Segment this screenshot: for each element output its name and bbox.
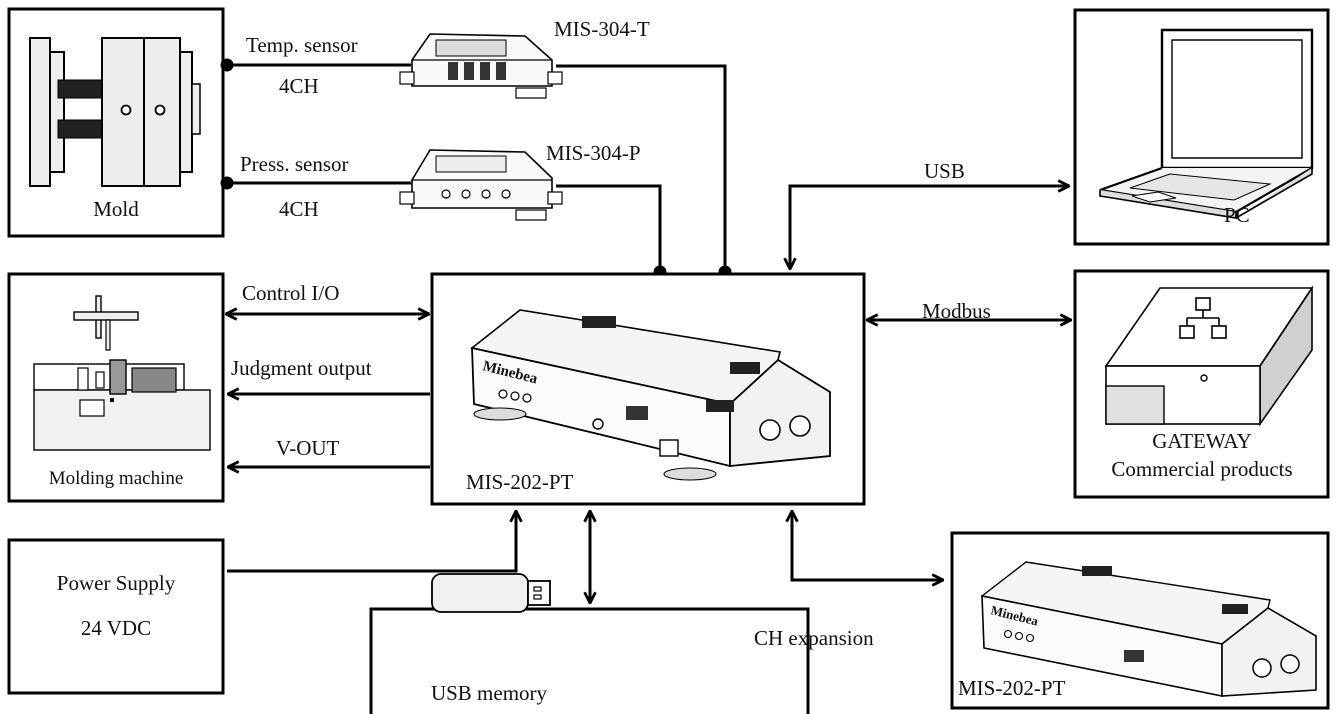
temp-to-main-line bbox=[556, 64, 727, 272]
usb-memory-box: USB memory bbox=[369, 573, 810, 714]
modbus-label: Modbus bbox=[922, 299, 991, 323]
usb-link bbox=[790, 186, 1068, 268]
main-unit-label: MIS-202-PT bbox=[466, 470, 574, 494]
molding-machine-icon bbox=[33, 295, 211, 451]
mold-label: Mold bbox=[93, 197, 139, 221]
power-supply-box: Power Supply 24 VDC bbox=[7, 538, 225, 695]
press-junction-dot bbox=[220, 176, 234, 190]
main-unit-box: Minebea MIS-202-PT bbox=[430, 272, 866, 506]
mis-304-p-label: MIS-304-P bbox=[546, 141, 641, 165]
expansion-unit-device: Minebea bbox=[980, 561, 1317, 697]
usb-memory-label: USB memory bbox=[431, 681, 548, 705]
temp-sensor-channels: 4CH bbox=[279, 74, 319, 98]
pc-label: PC bbox=[1224, 203, 1250, 227]
v-out-label: V-OUT bbox=[276, 436, 340, 460]
judgment-output-label: Judgment output bbox=[231, 356, 372, 380]
network-icon bbox=[1179, 297, 1227, 339]
laptop-icon bbox=[1099, 28, 1314, 219]
mis-304-t-label: MIS-304-T bbox=[554, 17, 650, 41]
expansion-unit-box: Minebea MIS-202-PT bbox=[950, 531, 1330, 710]
usb-stick-icon bbox=[431, 573, 551, 613]
mold-icon bbox=[29, 37, 201, 187]
power-link bbox=[227, 512, 516, 573]
control-io-label: Control I/O bbox=[242, 281, 339, 305]
temp-sensor-label: Temp. sensor bbox=[246, 33, 358, 57]
power-voltage-label: 24 VDC bbox=[81, 616, 151, 640]
gateway-box: GATEWAY Commercial products bbox=[1073, 269, 1330, 499]
press-sensor-label: Press. sensor bbox=[240, 152, 349, 176]
mis-304-t-device bbox=[399, 33, 563, 99]
ch-expansion-link bbox=[792, 512, 942, 580]
ch-expansion-label: CH expansion bbox=[754, 626, 874, 650]
mold-box: Mold bbox=[7, 7, 225, 238]
press-sensor-channels: 4CH bbox=[279, 197, 319, 221]
main-unit-device: Minebea bbox=[470, 309, 831, 481]
temp-junction-dot bbox=[220, 58, 234, 72]
expansion-unit-label: MIS-202-PT bbox=[958, 676, 1066, 700]
molding-machine-label: Molding machine bbox=[49, 468, 184, 489]
power-supply-label: Power Supply bbox=[57, 571, 176, 595]
mis-304-p-device bbox=[399, 149, 563, 221]
molding-machine-box: Molding machine bbox=[7, 272, 225, 503]
gateway-sub-label: Commercial products bbox=[1111, 457, 1292, 481]
gateway-device bbox=[1104, 285, 1314, 427]
gateway-label: GATEWAY bbox=[1152, 429, 1252, 453]
press-to-main-line bbox=[556, 184, 662, 272]
usb-label: USB bbox=[924, 159, 965, 183]
pc-box: PC bbox=[1073, 8, 1330, 246]
